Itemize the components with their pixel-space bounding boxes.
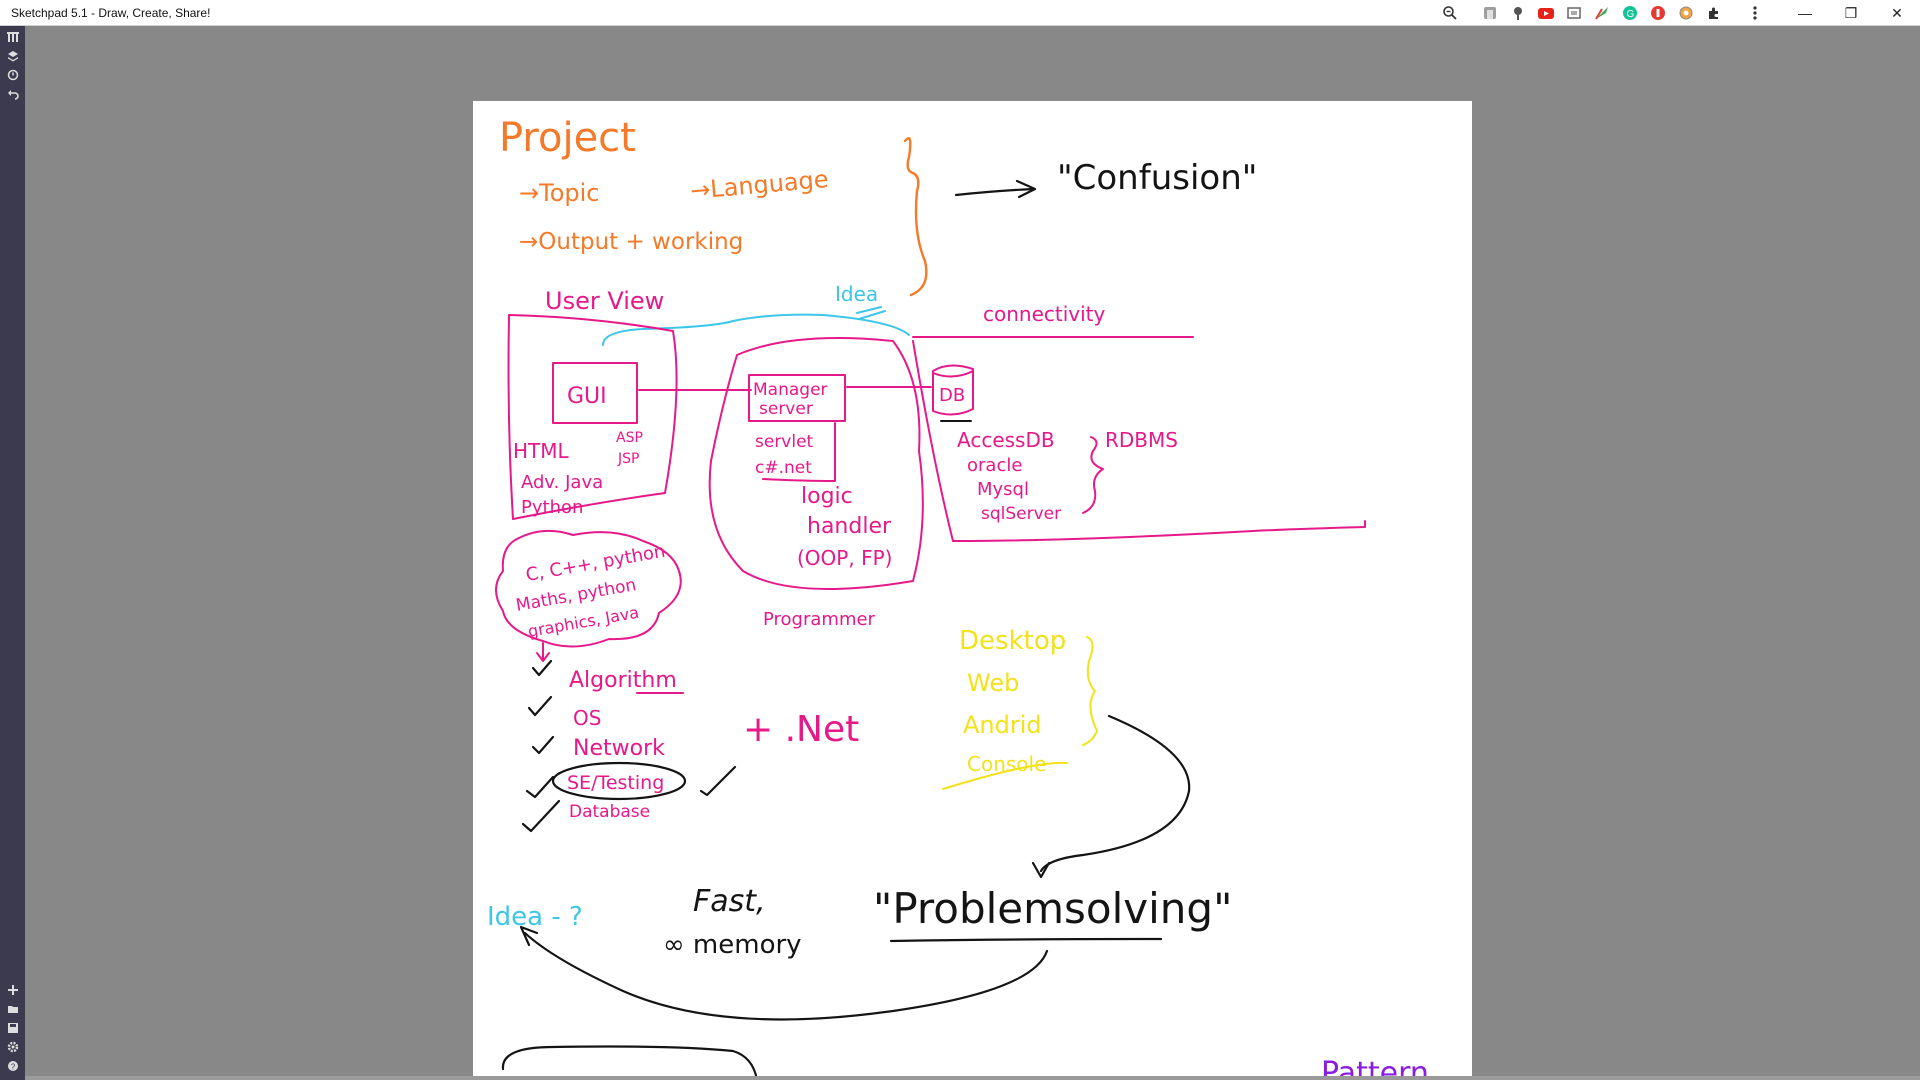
red-ext-icon[interactable] xyxy=(1648,3,1668,23)
idea-bottom-text: Idea - ? xyxy=(487,902,583,932)
orange-ink: Project →Topic →Language →Output + worki… xyxy=(499,115,928,297)
topic-text: →Topic xyxy=(519,179,599,207)
rdbms-text: RDBMS xyxy=(1105,428,1178,452)
tool-rail: ? xyxy=(0,26,25,1080)
grammarly-icon[interactable]: G xyxy=(1620,3,1640,23)
adv-java-text: Adv. Java xyxy=(521,472,603,493)
handler-text: handler xyxy=(807,514,892,539)
black-ink: "Confusion" "Problemsolving" Fast, ∞ mem… xyxy=(501,158,1257,1080)
save-icon[interactable] xyxy=(5,1020,20,1035)
manager-server-box xyxy=(748,374,846,422)
problem-solving-text: "Problemsolving" xyxy=(873,884,1232,933)
yellow-ink: Desktop Web Andrid Console xyxy=(942,626,1099,790)
kebab-menu-icon[interactable] xyxy=(1745,3,1765,23)
jsp-text: JSP xyxy=(617,451,639,467)
db-text: DB xyxy=(939,385,965,406)
user-view-text: User View xyxy=(545,287,664,315)
db-cylinder xyxy=(932,364,974,416)
pink-ink: User View connectivity GUI HTML ASP JSP … xyxy=(495,287,1366,822)
idea-top-text: Idea xyxy=(835,282,878,306)
programmer-box xyxy=(708,337,924,590)
servlet-text: servlet xyxy=(755,432,814,452)
arrow-line xyxy=(954,187,1035,197)
ext-gray-icon[interactable] xyxy=(1480,3,1500,23)
layers-icon[interactable] xyxy=(5,48,20,63)
screen-capture-icon[interactable] xyxy=(1564,3,1584,23)
memory-text: ∞ memory xyxy=(663,930,802,960)
settings-icon[interactable] xyxy=(5,1039,20,1054)
check-os: OS xyxy=(573,706,601,730)
project-text: Project xyxy=(499,115,636,161)
languages-cloud xyxy=(495,529,682,648)
horizontal-scrollbar[interactable] xyxy=(25,1076,1920,1080)
oracle-text: oracle xyxy=(967,455,1022,476)
server-text: server xyxy=(759,399,813,419)
add-icon[interactable] xyxy=(5,982,20,997)
svg-text:?: ? xyxy=(10,1062,15,1071)
fast-text: Fast, xyxy=(693,884,766,919)
orange-brace xyxy=(903,137,928,297)
gui-text: GUI xyxy=(567,384,607,409)
check-network: Network xyxy=(573,736,665,761)
gui-box xyxy=(552,362,638,424)
output-text: →Output + working xyxy=(519,229,743,255)
arrow-ext-icon[interactable] xyxy=(1592,3,1612,23)
folder-icon[interactable] xyxy=(5,1001,20,1016)
pin-icon[interactable] xyxy=(1508,3,1528,23)
cloud-line-1: C, C++, python xyxy=(524,541,667,586)
accessdb-text: AccessDB xyxy=(957,428,1055,452)
history-icon[interactable] xyxy=(5,67,20,82)
language-text: →Language xyxy=(689,165,829,205)
connectivity-text: connectivity xyxy=(983,302,1106,326)
youtube-icon[interactable] xyxy=(1536,3,1556,23)
sqlserver-text: sqlServer xyxy=(981,504,1061,524)
close-button[interactable]: ✕ xyxy=(1891,4,1903,21)
drawing-canvas[interactable]: Project →Topic →Language →Output + worki… xyxy=(473,101,1472,1080)
user-view-box xyxy=(507,314,678,520)
python-text: Python xyxy=(521,497,583,518)
logic-text: logic xyxy=(801,484,853,509)
platform-console: Console xyxy=(967,752,1046,776)
window-title: Sketchpad 5.1 - Draw, Create, Share! xyxy=(11,6,211,20)
undo-icon[interactable] xyxy=(5,86,20,101)
plus-net-text: + .Net xyxy=(743,709,859,750)
oop-text: (OOP, FP) xyxy=(797,546,892,570)
title-bar: Sketchpad 5.1 - Draw, Create, Share! G —… xyxy=(0,0,1920,26)
cyan-ink: Idea Idea - ? xyxy=(487,282,910,932)
html-text: HTML xyxy=(513,439,570,463)
asp-text: ASP xyxy=(616,430,643,446)
platform-android: Andrid xyxy=(963,711,1042,739)
help-icon[interactable]: ? xyxy=(5,1058,20,1073)
check-database: Database xyxy=(569,802,650,822)
cnet-text: c#.net xyxy=(755,458,812,478)
confusion-text: "Confusion" xyxy=(1057,158,1257,198)
puzzle-icon[interactable] xyxy=(1704,3,1724,23)
manager-text: Manager xyxy=(753,380,828,400)
programmer-text: Programmer xyxy=(763,609,876,630)
zoom-icon[interactable] xyxy=(1440,3,1460,23)
check-algorithm: Algorithm xyxy=(569,668,677,693)
check-testing: SE/Testing xyxy=(567,772,664,794)
connectivity-box xyxy=(912,340,1366,542)
svg-text:G: G xyxy=(1627,9,1635,20)
tools-icon[interactable] xyxy=(5,29,20,44)
platform-desktop: Desktop xyxy=(959,626,1066,656)
restore-button[interactable]: ❐ xyxy=(1844,4,1858,21)
mysql-text: Mysql xyxy=(977,479,1029,500)
platform-web: Web xyxy=(967,669,1019,697)
orange-ext-icon[interactable] xyxy=(1676,3,1696,23)
minimize-button[interactable]: — xyxy=(1798,5,1812,21)
